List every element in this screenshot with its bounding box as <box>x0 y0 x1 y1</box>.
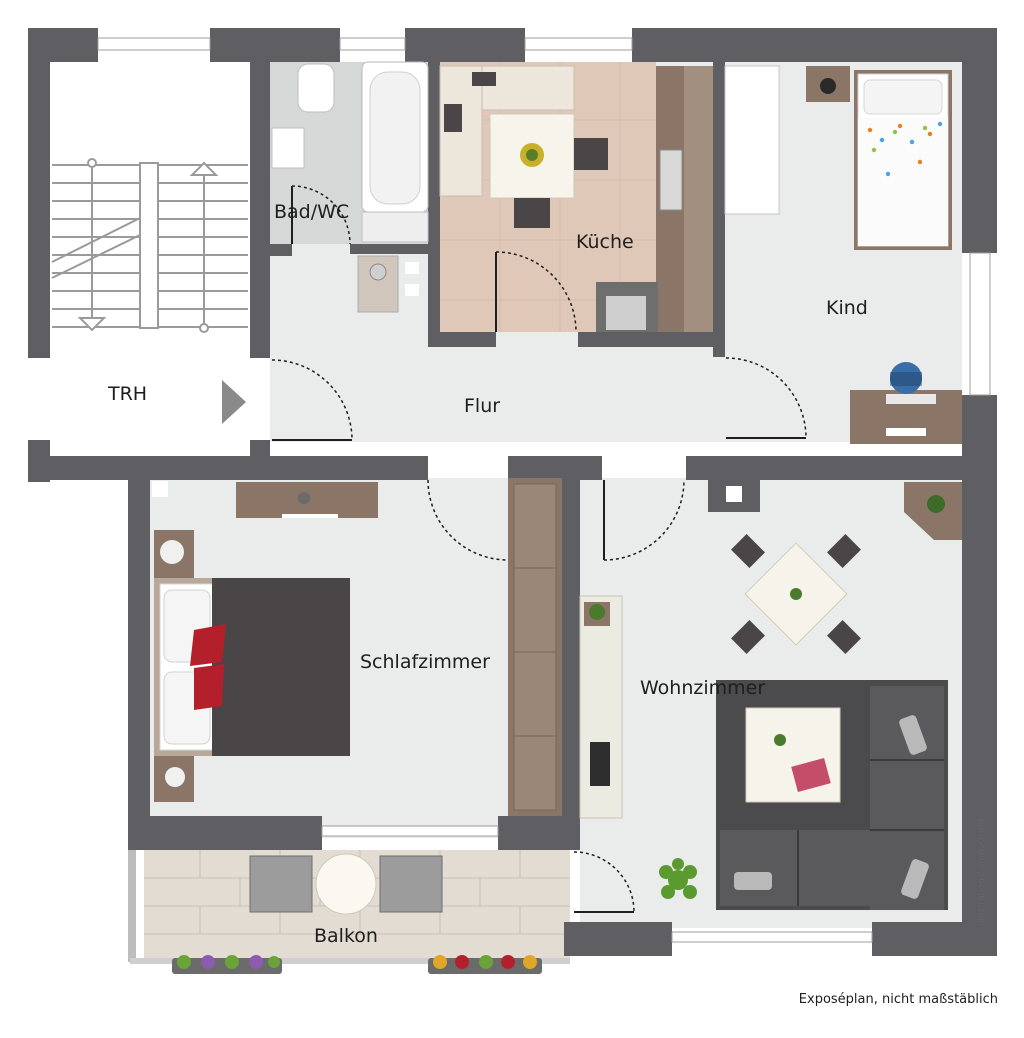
label-child-room: Kind <box>826 297 868 319</box>
room-labels: TRH Bad/WC Küche Kind Flur Schlafzimmer … <box>107 201 987 947</box>
label-kitchen: Küche <box>576 231 634 253</box>
red-cushion <box>194 664 224 710</box>
label-balcony: Balkon <box>314 925 378 947</box>
staircase <box>51 158 248 333</box>
flower-box <box>428 955 542 974</box>
window <box>321 825 499 837</box>
label-bathroom: Bad/WC <box>274 201 349 223</box>
toilet <box>297 63 335 113</box>
label-stairwell: TRH <box>107 383 147 405</box>
coffee-table <box>745 707 841 803</box>
living-room-furniture <box>579 482 962 910</box>
desk-chair <box>890 362 922 394</box>
red-cushion <box>190 624 226 666</box>
window <box>97 37 211 51</box>
balcony-railing <box>128 850 136 962</box>
walls <box>28 28 997 956</box>
label-hallway: Flur <box>464 395 500 417</box>
window <box>339 37 406 51</box>
entrance-arrow-icon <box>222 380 246 424</box>
window <box>524 37 633 51</box>
flower-box <box>172 955 282 974</box>
doors <box>271 185 807 913</box>
label-living-room: Wohnzimmer <box>640 677 765 699</box>
child-room-furniture <box>724 65 962 444</box>
window <box>969 252 991 396</box>
plan-caption: Exposéplan, nicht maßstäblich <box>798 992 998 1007</box>
plant-icon <box>659 858 697 899</box>
bedroom-furniture <box>154 482 378 802</box>
wardrobe <box>724 65 780 215</box>
windows <box>97 37 991 943</box>
illustration-credit: illustration©immoGrafik <box>977 816 987 926</box>
hall-wardrobe <box>508 478 562 816</box>
round-table <box>315 853 377 915</box>
chair <box>379 855 443 913</box>
sink <box>271 127 305 169</box>
kitchen-furniture <box>439 65 713 332</box>
chair <box>249 855 313 913</box>
window <box>671 931 873 943</box>
vents <box>152 262 742 502</box>
label-bedroom: Schlafzimmer <box>360 651 490 673</box>
bathroom-fixtures <box>271 61 429 313</box>
balcony-furniture <box>128 850 570 974</box>
